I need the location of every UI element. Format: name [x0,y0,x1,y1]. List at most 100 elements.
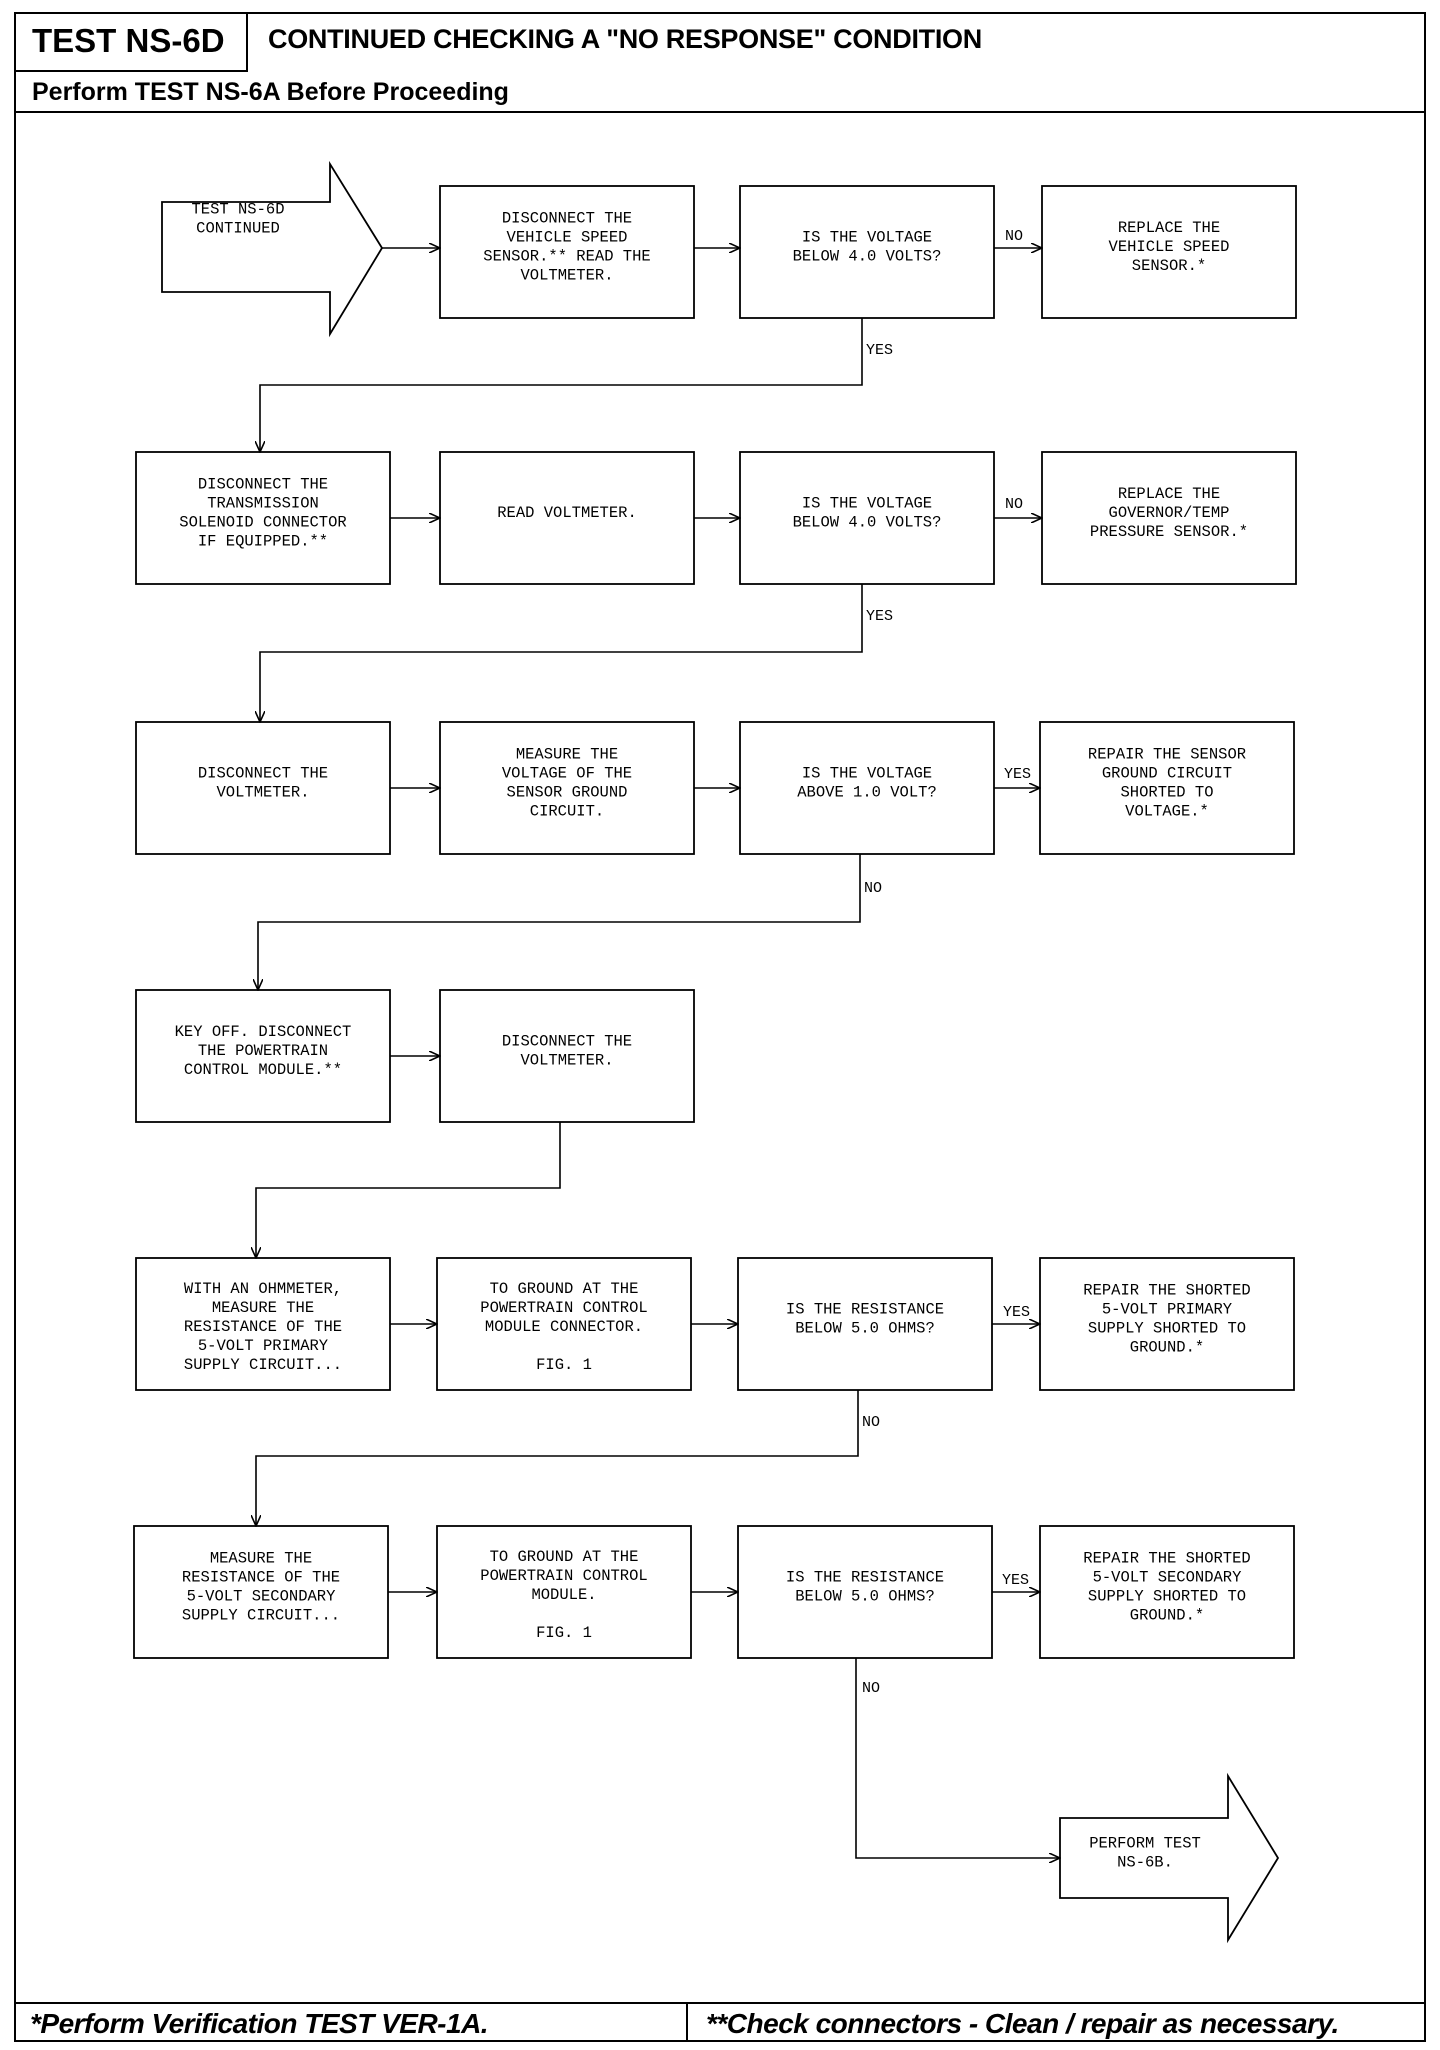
action-repair-primary-supply-line: 5-VOLT PRIMARY [1102,1301,1233,1319]
action-replace-vss-line: SENSOR.* [1132,257,1206,275]
action-repair-ground-circuit-line: VOLTAGE.* [1125,803,1209,821]
branch-label-no: NO [1005,496,1023,513]
step-key-off-disconnect-pcm-frame [135,989,391,1123]
step-measure-secondary-resistance-frame [133,1525,389,1659]
step-disconnect-vss-line: VOLTMETER. [520,267,613,285]
decision-voltage-below-4v-1-frame [739,185,995,319]
action-replace-governor-sensor-line: REPLACE THE [1118,485,1220,503]
step-measure-primary-resistance-line: 5-VOLT PRIMARY [198,1337,329,1355]
action-repair-secondary-supply-line: 5-VOLT SECONDARY [1093,1569,1243,1587]
branch-label-no: NO [862,1414,880,1431]
step-primary-to-ground-line: FIG. 1 [536,1356,592,1374]
step-secondary-to-ground-frame [436,1525,692,1659]
action-replace-vss-line: VEHICLE SPEED [1109,238,1230,256]
step-disconnect-voltmeter-2-line: VOLTMETER. [520,1052,613,1070]
step-measure-ground-voltage-line: CIRCUIT. [530,803,604,821]
step-read-voltmeter-line: READ VOLTMETER. [497,504,637,522]
end-label-line: NS-6B. [1117,1854,1173,1872]
branch-label-yes: YES [866,342,893,359]
action-repair-ground-circuit-frame [1039,721,1295,855]
step-disconnect-trans-solenoid-line: DISCONNECT THE [198,476,328,494]
step-measure-primary-resistance-frame [135,1257,391,1391]
end-label-line: PERFORM TEST [1089,1835,1201,1853]
action-repair-primary-supply-frame [1039,1257,1295,1391]
action-repair-ground-circuit-line: SHORTED TO [1120,784,1213,802]
decision-voltage-below-4v-2-line: BELOW 4.0 VOLTS? [793,514,942,532]
decision-primary-resistance-line: IS THE RESISTANCE [786,1301,944,1319]
page-subtitle: Perform TEST NS-6A Before Proceeding [32,78,509,106]
action-replace-vss-line: REPLACE THE [1118,219,1220,237]
branch-label-yes: YES [1002,1572,1029,1589]
step-read-voltmeter: READ VOLTMETER. [439,451,695,585]
decision-voltage-below-4v-2-line: IS THE VOLTAGE [802,495,932,513]
step-disconnect-voltmeter-1-frame [135,721,391,855]
decision-voltage-below-4v-1-line: BELOW 4.0 VOLTS? [793,248,942,266]
step-disconnect-voltmeter-2-line: DISCONNECT THE [502,1033,632,1051]
connector-decision-5-no [855,1658,1060,1858]
step-primary-to-ground-line: TO GROUND AT THE [490,1280,639,1298]
connector-decision-3-no [258,854,861,990]
start-label-line: TEST NS-6D [191,201,284,219]
step-measure-secondary-resistance-line: RESISTANCE OF THE [182,1569,340,1587]
end-arrow-shape [1059,1772,1280,1944]
action-replace-governor-sensor-line: PRESSURE SENSOR.* [1090,523,1248,541]
decision-voltage-above-1v-line: IS THE VOLTAGE [802,765,932,783]
step-measure-primary-resistance-line: SUPPLY CIRCUIT... [184,1356,342,1374]
connector-decision-4-no [256,1390,859,1526]
step-key-off-disconnect-pcm-line: CONTROL MODULE.** [184,1061,342,1079]
step-measure-secondary-resistance-line: SUPPLY CIRCUIT... [182,1607,340,1625]
step-measure-primary-resistance-line: MEASURE THE [212,1299,314,1317]
decision-primary-resistance-frame [737,1257,993,1391]
step-disconnect-voltmeter-1-line: VOLTMETER. [216,784,309,802]
step-disconnect-vss-line: SENSOR.** READ THE [483,248,650,266]
branch-label-no: NO [862,1680,880,1697]
footer-verification-note: *Perform Verification TEST VER-1A. [30,2008,489,2039]
branch-label-no: NO [1005,228,1023,245]
decision-secondary-resistance-line: IS THE RESISTANCE [786,1569,944,1587]
header-divider [16,111,1424,113]
page-title: CONTINUED CHECKING A "NO RESPONSE" CONDI… [268,24,982,54]
start-label-line: CONTINUED [196,220,280,238]
decision-voltage-below-4v-2-frame [739,451,995,585]
branch-label-yes: YES [866,608,893,625]
step-primary-to-ground-line: POWERTRAIN CONTROL [480,1299,647,1317]
step-secondary-to-ground-line: POWERTRAIN CONTROL [480,1567,647,1585]
step-disconnect-trans-solenoid-line: IF EQUIPPED.** [198,533,328,551]
step-disconnect-voltmeter-1-line: DISCONNECT THE [198,765,328,783]
action-repair-primary-supply-line: REPAIR THE SHORTED [1083,1282,1250,1300]
action-repair-primary-supply-line: GROUND.* [1130,1339,1204,1357]
step-secondary-to-ground-line: MODULE. [531,1586,596,1604]
step-disconnect-vss-frame [439,185,695,319]
connector-decision-1-yes [260,318,863,452]
step-secondary-to-ground-line: FIG. 1 [536,1624,592,1642]
start-arrow-shape [161,160,384,338]
step-measure-ground-voltage-line: MEASURE THE [516,746,618,764]
step-measure-primary-resistance-line: RESISTANCE OF THE [184,1318,342,1336]
decision-primary-resistance-line: BELOW 5.0 OHMS? [795,1320,935,1338]
step-measure-ground-voltage-line: VOLTAGE OF THE [502,765,632,783]
action-repair-primary-supply-line: SUPPLY SHORTED TO [1088,1320,1246,1338]
step-disconnect-vss-line: VEHICLE SPEED [507,229,628,247]
step-measure-secondary-resistance-line: 5-VOLT SECONDARY [187,1588,337,1606]
step-key-off-disconnect-pcm-line: THE POWERTRAIN [198,1042,328,1060]
step-disconnect-voltmeter-2-frame [439,989,695,1123]
action-replace-governor-sensor-line: GOVERNOR/TEMP [1109,504,1230,522]
branch-label-no: NO [864,880,882,897]
footer-connector-note: **Check connectors - Clean / repair as n… [706,2008,1339,2039]
step-disconnect-trans-solenoid-line: SOLENOID CONNECTOR [179,514,346,532]
connector-decision-2-yes [260,584,863,722]
action-repair-secondary-supply-line: SUPPLY SHORTED TO [1088,1588,1246,1606]
decision-voltage-below-4v-1-line: IS THE VOLTAGE [802,229,932,247]
